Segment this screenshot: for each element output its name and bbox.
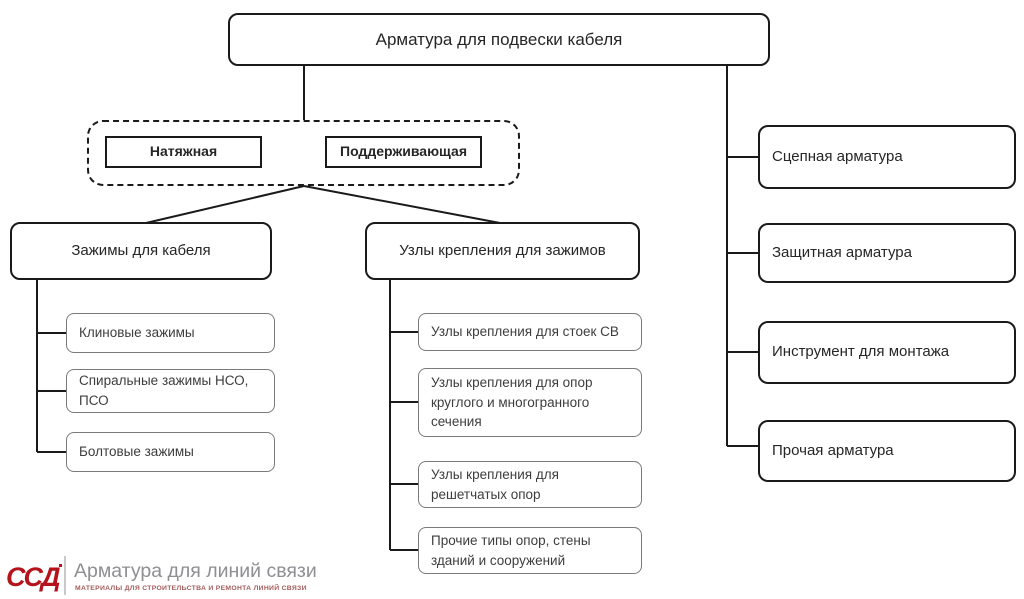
node-installation-tools-label: Инструмент для монтажа <box>772 343 950 361</box>
node-other-fittings: Прочая арматура <box>758 420 1016 482</box>
node-coupling-fittings-label: Сцепная арматура <box>772 147 903 165</box>
node-clamp-spiral-label: Спиральные зажимы НСО, ПСО <box>79 373 249 408</box>
node-other-fittings-label: Прочая арматура <box>772 441 894 459</box>
node-mount-sv-stands-label: Узлы крепления для стоек СВ <box>431 324 619 340</box>
node-mounting-units: Узлы крепления для зажимов <box>365 222 640 280</box>
node-mounting-units-label: Узлы крепления для зажимов <box>399 241 606 259</box>
node-mount-lattice-towers-label: Узлы крепления для решетчатых опор <box>431 466 559 502</box>
node-supporting: Поддерживающая <box>325 136 482 168</box>
node-protective-fittings-label: Защитная арматура <box>772 243 912 261</box>
node-mount-sv-stands: Узлы крепления для стоек СВ <box>418 313 642 351</box>
node-cable-clamps-label: Зажимы для кабеля <box>71 241 211 259</box>
company-logo-text: ССД <box>6 562 60 592</box>
logo-trademark-dot <box>59 564 62 567</box>
company-logo: ССД <box>6 562 62 592</box>
node-mount-round-poles: Узлы крепления для опор круглого и много… <box>418 368 642 437</box>
node-coupling-fittings: Сцепная арматура <box>758 125 1016 189</box>
node-protective-fittings: Защитная арматура <box>758 223 1016 283</box>
group-suspension-types <box>87 120 520 186</box>
brand-title: Арматура для линий связи <box>74 560 317 582</box>
brand-subtitle: МАТЕРИАЛЫ ДЛЯ СТРОИТЕЛЬСТВА И РЕМОНТА ЛИ… <box>75 585 307 592</box>
node-clamp-spiral: Спиральные зажимы НСО, ПСО <box>66 369 275 413</box>
node-clamp-wedge: Клиновые зажимы <box>66 313 275 353</box>
node-tension-label: Натяжная <box>149 143 218 160</box>
node-mount-other-structures: Прочие типы опор, стены зданий и сооруже… <box>418 527 642 574</box>
node-clamp-wedge-label: Клиновые зажимы <box>79 325 195 341</box>
node-mount-lattice-towers: Узлы крепления для решетчатых опор <box>418 461 642 508</box>
node-clamp-bolt-label: Болтовые зажимы <box>79 444 194 460</box>
node-cable-clamps: Зажимы для кабеля <box>10 222 272 280</box>
node-mount-other-structures-label: Прочие типы опор, стены зданий и сооруже… <box>431 532 591 568</box>
node-tension: Натяжная <box>105 136 262 168</box>
node-installation-tools: Инструмент для монтажа <box>758 321 1016 384</box>
node-mount-round-poles-label: Узлы крепления для опор круглого и много… <box>431 375 593 430</box>
node-root-label: Арматура для подвески кабеля <box>375 29 623 49</box>
node-root: Арматура для подвески кабеля <box>228 13 770 66</box>
logo-divider <box>64 556 66 595</box>
node-supporting-label: Поддерживающая <box>340 143 467 160</box>
node-clamp-bolt: Болтовые зажимы <box>66 432 275 472</box>
